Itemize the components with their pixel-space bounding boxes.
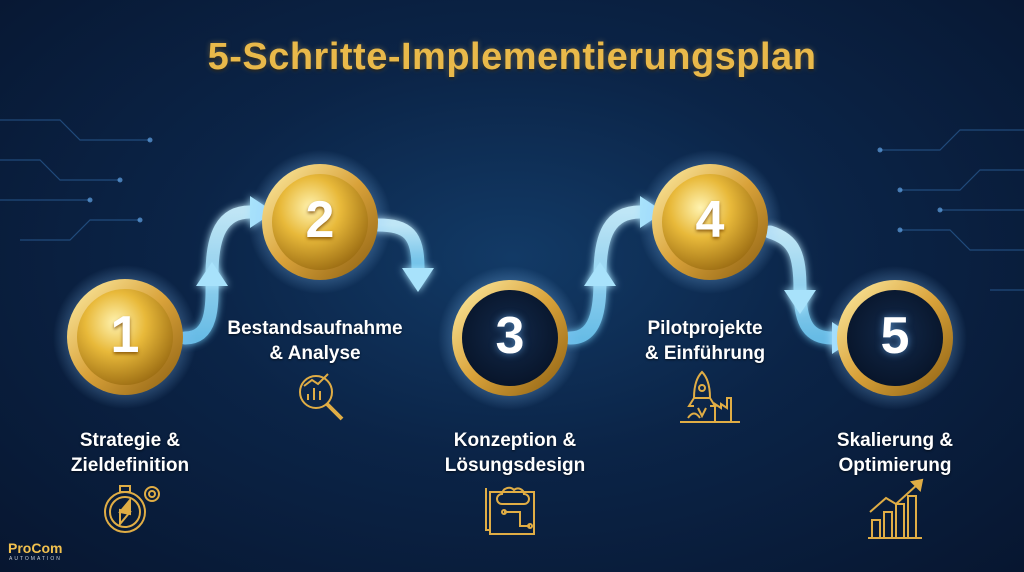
step-number-4: 4 bbox=[695, 191, 725, 249]
step-label-3-line-2: Lösungsdesign bbox=[444, 455, 586, 476]
step-label-4-line-2: & Einführung bbox=[644, 343, 766, 364]
step-number-1: 1 bbox=[110, 306, 140, 364]
step-number-2: 2 bbox=[305, 191, 335, 249]
step-label-4: Pilotprojekte & Einführung bbox=[630, 316, 780, 366]
brand-logo: ProCom bbox=[8, 540, 63, 556]
step-circle-2 bbox=[248, 150, 392, 294]
circuit-dots bbox=[87, 137, 943, 233]
compass-gear-icon bbox=[104, 485, 160, 533]
page-title: 5-Schritte-Implementierungsplan bbox=[207, 36, 817, 78]
brand-tagline: AUTOMATION bbox=[9, 556, 62, 562]
growth-chart-icon bbox=[868, 478, 924, 539]
rocket-factory-icon bbox=[680, 370, 740, 423]
step-label-2-line-2: & Analyse bbox=[269, 343, 361, 364]
step-circle-3 bbox=[438, 266, 582, 410]
cloud-blueprint-icon bbox=[485, 486, 535, 535]
step-circle-1 bbox=[53, 265, 197, 409]
step-number-5: 5 bbox=[880, 307, 910, 365]
circuit-decoration bbox=[0, 119, 1024, 291]
step-label-1: Strategie & Zieldefinition bbox=[60, 428, 200, 478]
step-label-3: Konzeption & Lösungsdesign bbox=[430, 428, 600, 478]
step-label-1-line-2: Zieldefinition bbox=[70, 455, 190, 476]
step-circle-4 bbox=[638, 150, 782, 294]
step-circle-5 bbox=[823, 266, 967, 410]
step-label-2-line-1: Bestandsaufnahme bbox=[227, 318, 403, 339]
step-label-4-line-1: Pilotprojekte bbox=[647, 318, 763, 339]
step-label-5-line-1: Skalierung & bbox=[836, 430, 954, 451]
step-label-5-line-2: Optimierung bbox=[838, 455, 952, 476]
magnifier-chart-icon bbox=[299, 373, 344, 421]
step-label-1-line-1: Strategie & bbox=[79, 430, 181, 451]
step-label-5: Skalierung & Optimierung bbox=[815, 428, 975, 478]
step-label-2: Bestandsaufnahme & Analyse bbox=[225, 316, 405, 366]
step-number-3: 3 bbox=[495, 307, 525, 365]
step-label-3-line-1: Konzeption & bbox=[453, 430, 577, 451]
